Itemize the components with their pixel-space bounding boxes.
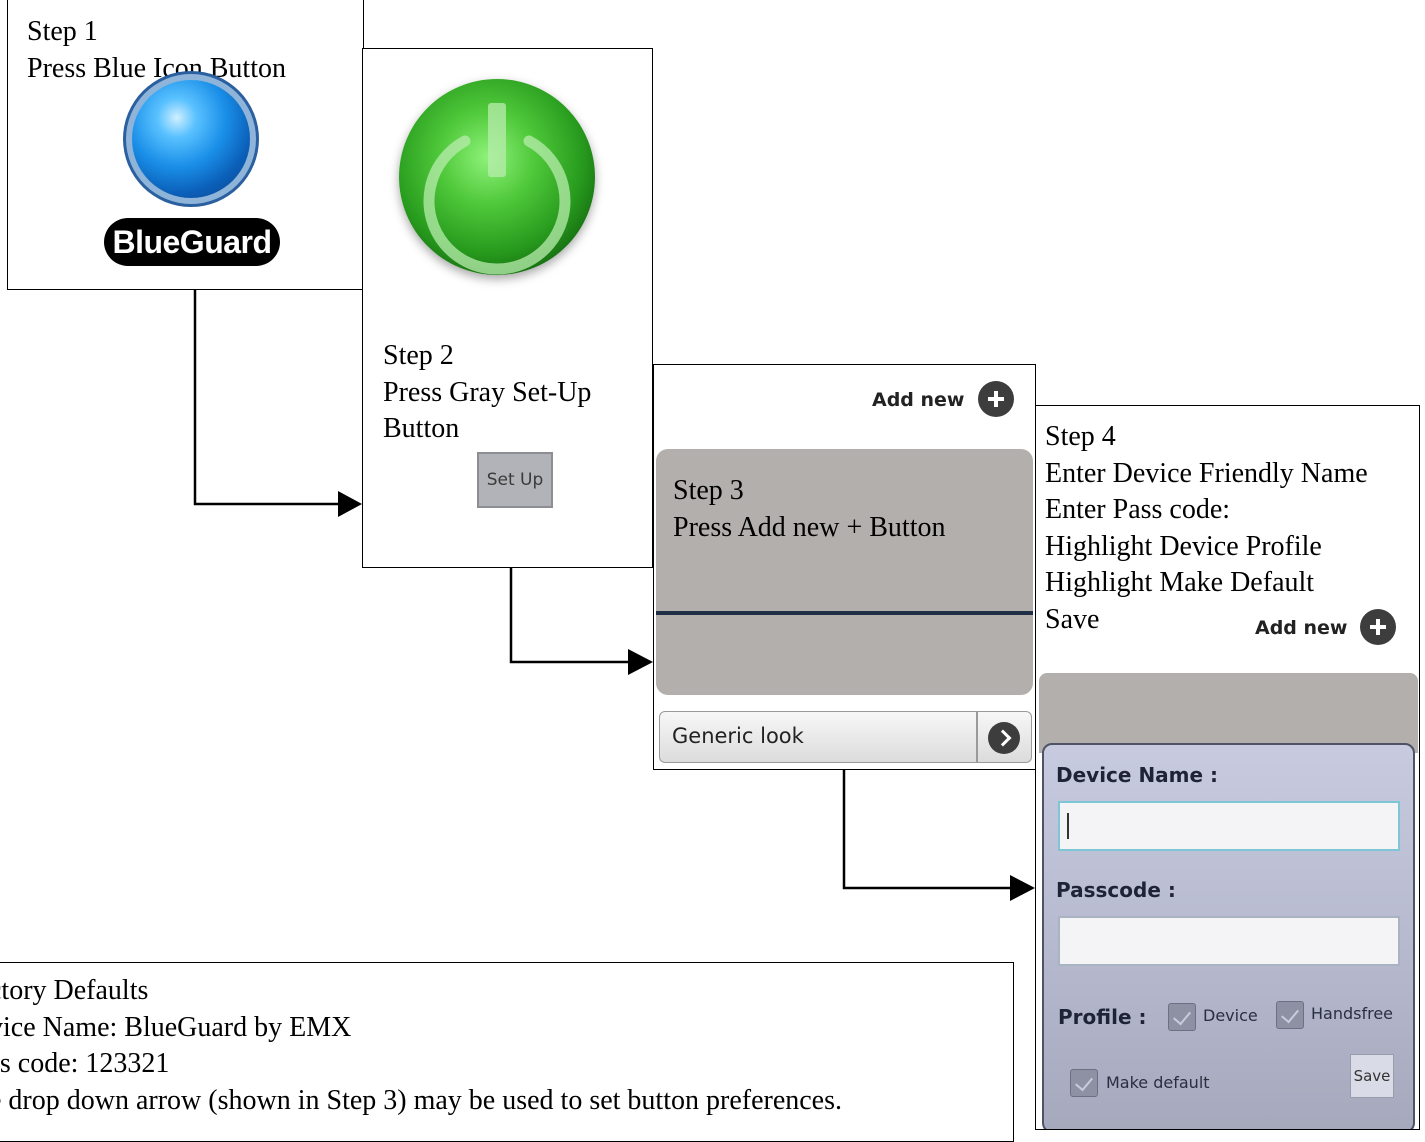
step3-text: Step 3 Press Add new + Button: [673, 473, 945, 546]
blueguard-logo: BlueGuard: [104, 218, 280, 266]
device-profile-label: Device: [1203, 1006, 1258, 1025]
arrow-step3-to-step4: [842, 770, 1035, 901]
step3-box: Add new Step 3 Press Add new + Button Ge…: [653, 364, 1036, 770]
step2-box: Step 2 Press Gray Set-Up Button Set Up: [362, 48, 653, 568]
factory-dropdown-note: e drop down arrow (shown in Step 3) may …: [0, 1084, 843, 1116]
step1-instruction: Press Blue Icon Button: [27, 52, 286, 84]
add-new-plus-icon[interactable]: [1360, 609, 1396, 645]
handsfree-profile-checkbox[interactable]: [1276, 1001, 1304, 1029]
row-separator: [976, 712, 978, 762]
add-new-label: Add new: [1255, 617, 1348, 639]
add-new-label: Add new: [872, 389, 965, 411]
arrow-step1-to-step2: [193, 290, 362, 517]
step2-title: Step 2: [383, 340, 454, 371]
arrow-step2-to-step3: [509, 568, 653, 675]
passcode-label: Passcode :: [1056, 878, 1176, 902]
handsfree-profile-label: Handsfree: [1311, 1004, 1394, 1023]
step1-box: Step 1 Press Blue Icon Button BlueGuard: [7, 0, 364, 290]
step2-instruction-line2: Button: [383, 413, 460, 444]
step1-text: Step 1 Press Blue Icon Button: [27, 14, 286, 87]
setup-button[interactable]: Set Up: [477, 452, 553, 508]
factory-defaults-title: ctory Defaults: [0, 975, 149, 1006]
divider: [656, 611, 1033, 615]
step4-box: Step 4 Enter Device Friendly Name Enter …: [1035, 405, 1420, 1130]
blue-orb-icon[interactable]: [132, 80, 250, 198]
add-new-plus-icon[interactable]: [978, 381, 1014, 417]
step4-instruction-passcode: Enter Pass code:: [1045, 494, 1231, 525]
step2-instruction-line1: Press Gray Set-Up: [383, 376, 592, 408]
device-list-panel: [656, 449, 1033, 695]
step1-title: Step 1: [27, 16, 98, 47]
save-button[interactable]: Save: [1350, 1054, 1394, 1098]
generic-look-row[interactable]: Generic look: [659, 711, 1032, 763]
step4-text: Step 4 Enter Device Friendly Name Enter …: [1045, 419, 1368, 638]
device-profile-checkbox[interactable]: [1168, 1003, 1196, 1031]
step4-instruction-default: Highlight Make Default: [1045, 567, 1315, 598]
step4-instruction-profile: Highlight Device Profile: [1045, 530, 1322, 562]
passcode-input[interactable]: [1058, 916, 1400, 966]
chevron-right-icon[interactable]: [988, 722, 1020, 754]
add-device-dialog: Device Name : Passcode : Profile : Devic…: [1042, 743, 1415, 1129]
step4-title: Step 4: [1045, 421, 1116, 452]
step4-instruction-name: Enter Device Friendly Name: [1045, 457, 1368, 489]
power-symbol-icon: [423, 103, 571, 275]
make-default-label: Make default: [1106, 1073, 1210, 1092]
text-cursor: [1067, 813, 1069, 839]
step2-text: Step 2 Press Gray Set-Up Button: [383, 338, 591, 448]
power-button-icon[interactable]: [399, 79, 595, 275]
make-default-checkbox[interactable]: [1070, 1069, 1098, 1097]
device-list-panel: [1039, 673, 1418, 753]
generic-look-label: Generic look: [672, 724, 804, 748]
factory-defaults-box: ctory Defaults vice Name: BlueGuard by E…: [0, 962, 1014, 1142]
profile-label: Profile :: [1058, 1005, 1147, 1029]
factory-defaults-text: ctory Defaults vice Name: BlueGuard by E…: [0, 973, 842, 1119]
step3-instruction: Press Add new + Button: [673, 511, 946, 543]
device-name-input[interactable]: [1058, 801, 1400, 851]
device-name-label: Device Name :: [1056, 763, 1219, 787]
factory-device-name: vice Name: BlueGuard by EMX: [0, 1011, 352, 1043]
step3-title: Step 3: [673, 475, 744, 506]
factory-pass-code: ss code: 123321: [0, 1048, 170, 1079]
step4-instruction-save: Save: [1045, 603, 1100, 635]
